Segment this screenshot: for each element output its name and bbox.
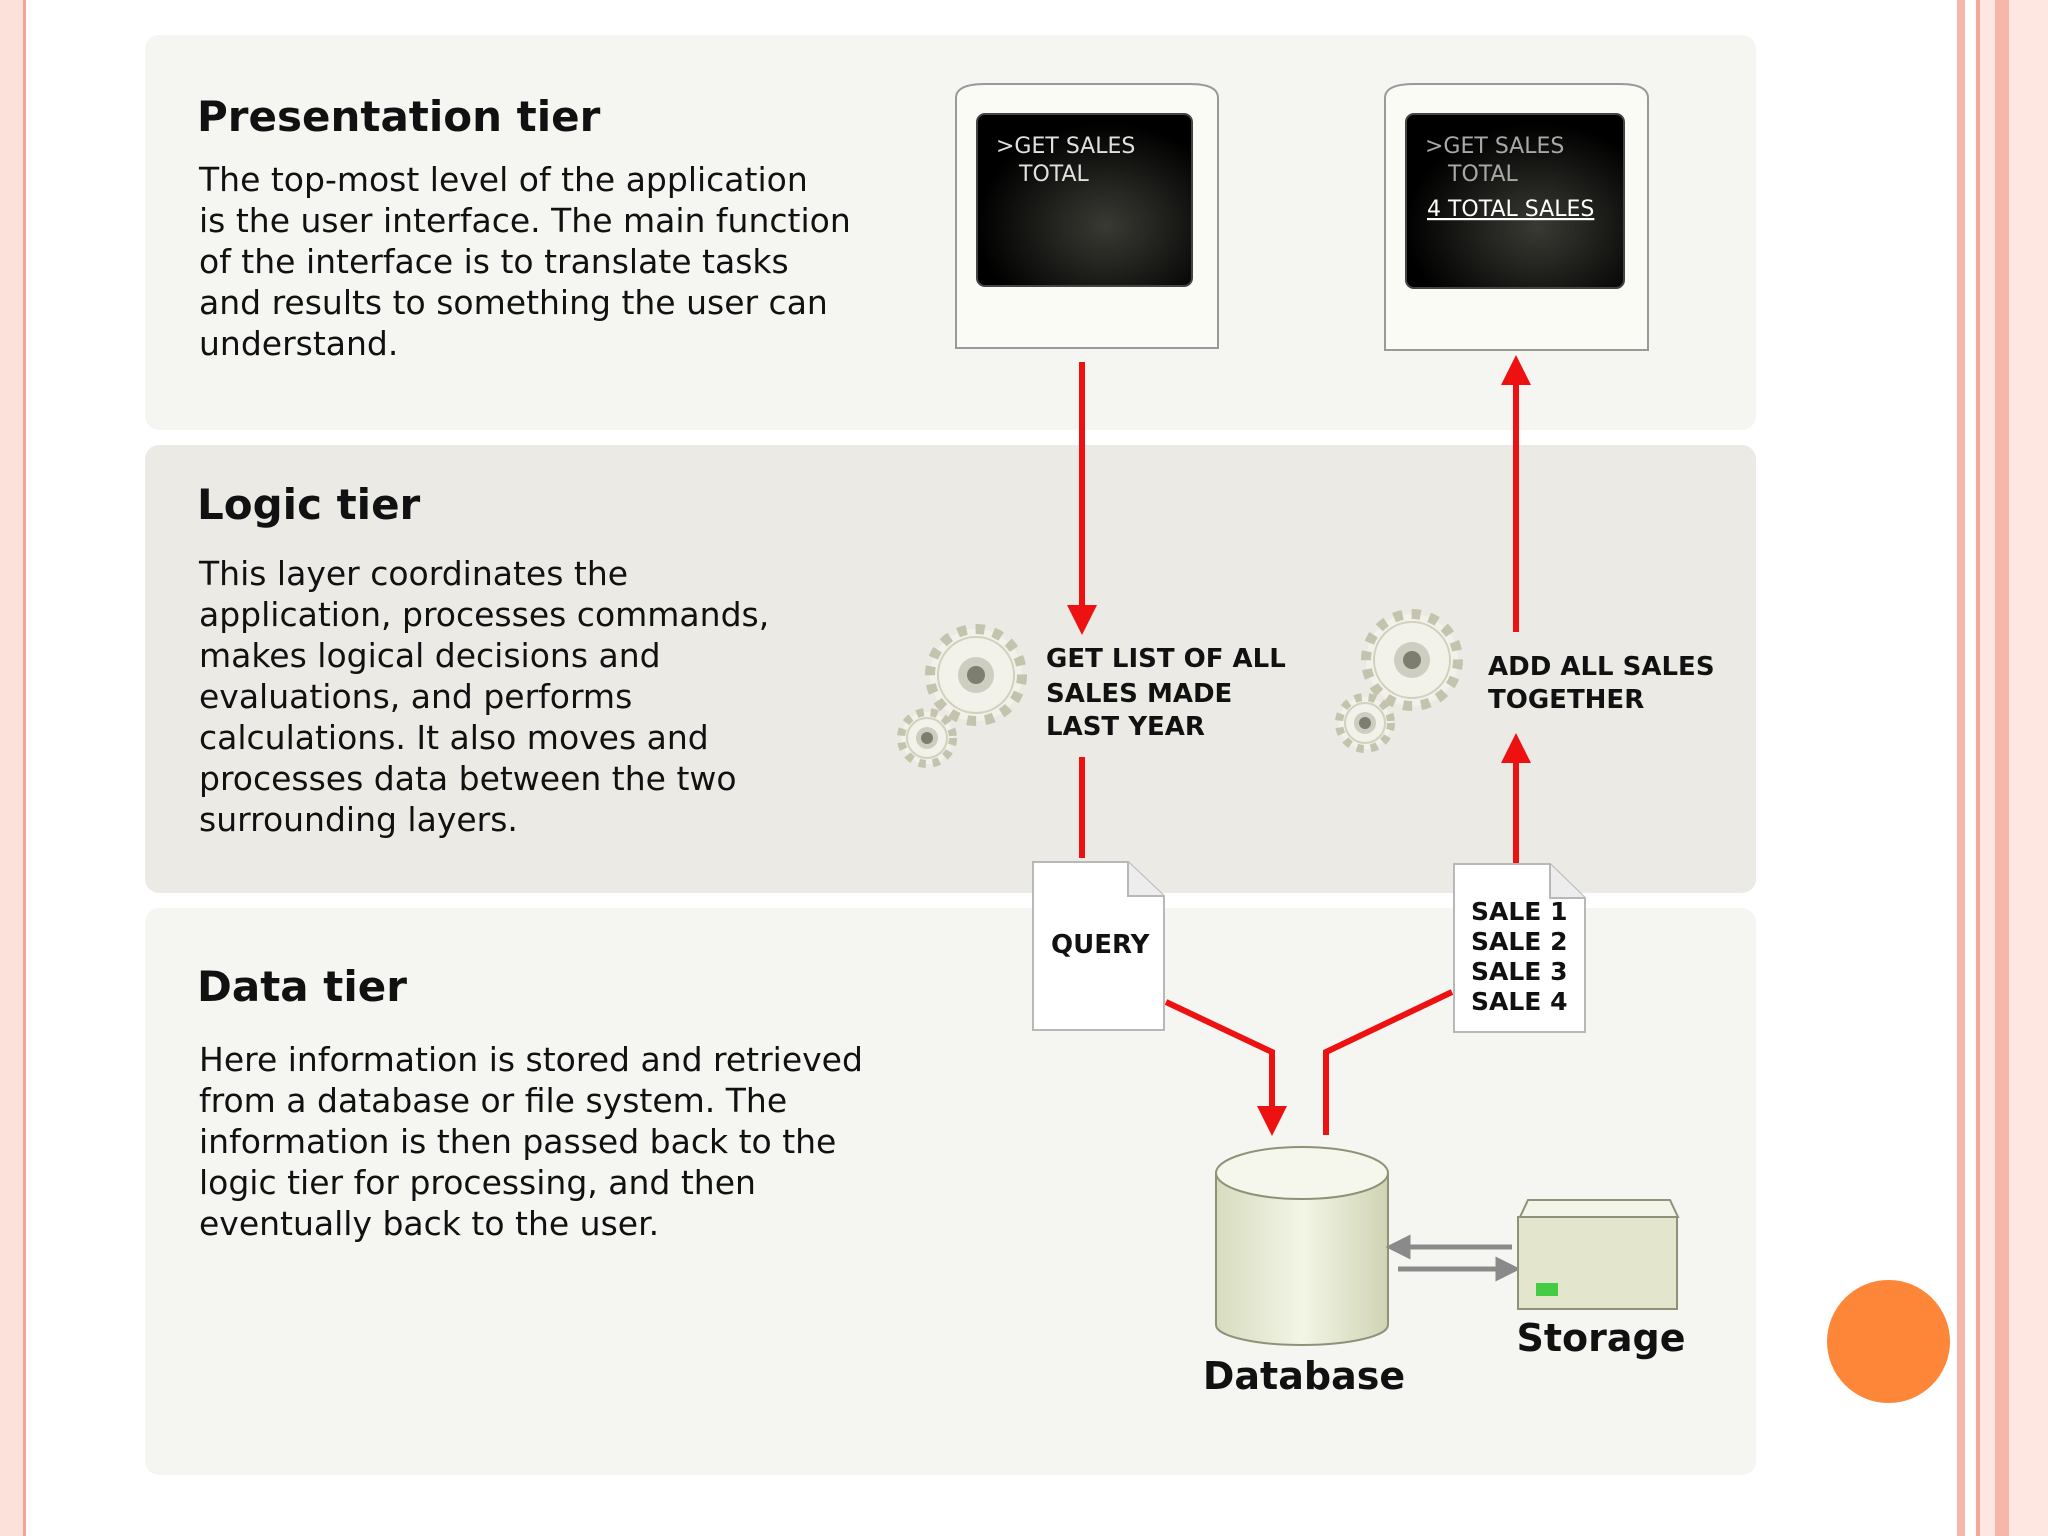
storage-label: Storage bbox=[1517, 1316, 1686, 1360]
monitor-left: >GET SALES TOTAL bbox=[955, 83, 1219, 349]
screen-left bbox=[976, 113, 1193, 287]
gears-left-icon bbox=[897, 624, 1027, 768]
logic-step-right-line1: ADD ALL SALES bbox=[1488, 652, 1715, 682]
logic-tier-description: This layer coordinates the application, … bbox=[199, 554, 770, 839]
presentation-tier-title: Presentation tier bbox=[197, 92, 601, 141]
arrow-query-to-database bbox=[1164, 999, 1287, 1136]
query-document-icon bbox=[1032, 861, 1165, 1031]
screen-left-line1: >GET SALES bbox=[996, 134, 1135, 159]
screen-right-line1: >GET SALES bbox=[1425, 134, 1564, 159]
slide-left-border bbox=[0, 0, 26, 1536]
screen-right bbox=[1405, 113, 1625, 289]
logic-step-left-line1: GET LIST OF ALL bbox=[1046, 644, 1286, 674]
data-tier-description: Here information is stored and retrieved… bbox=[199, 1040, 863, 1243]
query-document-label: QUERY bbox=[1051, 930, 1151, 960]
sale-line-4: SALE 4 bbox=[1471, 987, 1567, 1016]
screen-right-line2: TOTAL bbox=[1447, 162, 1519, 187]
logic-step-right-line2: TOGETHER bbox=[1488, 685, 1644, 715]
logic-step-left-line2: SALES MADE bbox=[1046, 679, 1232, 709]
monitor-right: >GET SALES TOTAL 4 TOTAL SALES bbox=[1384, 83, 1649, 351]
storage-icon bbox=[1517, 1199, 1680, 1310]
screen-right-result: 4 TOTAL SALES bbox=[1427, 197, 1594, 222]
data-tier-title: Data tier bbox=[197, 962, 407, 1011]
slide-right-border-stripe-inner bbox=[1995, 0, 2009, 1536]
screen-left-line2: TOTAL bbox=[1018, 162, 1090, 187]
storage-status-led bbox=[1536, 1283, 1558, 1296]
slide-right-border bbox=[1976, 0, 2048, 1536]
presentation-tier-description: The top-most level of the application is… bbox=[199, 160, 851, 363]
database-label: Database bbox=[1203, 1354, 1405, 1398]
database-icon bbox=[1215, 1146, 1389, 1346]
sale-line-2: SALE 2 bbox=[1471, 927, 1567, 956]
sale-line-1: SALE 1 bbox=[1471, 897, 1567, 926]
arrow-database-to-sales bbox=[1323, 989, 1454, 1135]
logic-tier-title: Logic tier bbox=[197, 480, 421, 529]
sales-document-icon bbox=[1453, 863, 1586, 1033]
decorative-orange-circle bbox=[1827, 1280, 1950, 1403]
gears-right-icon bbox=[1335, 609, 1463, 753]
sale-line-3: SALE 3 bbox=[1471, 957, 1567, 986]
slide-right-border-stripe bbox=[1957, 0, 1965, 1536]
logic-step-left-line3: LAST YEAR bbox=[1046, 712, 1205, 742]
